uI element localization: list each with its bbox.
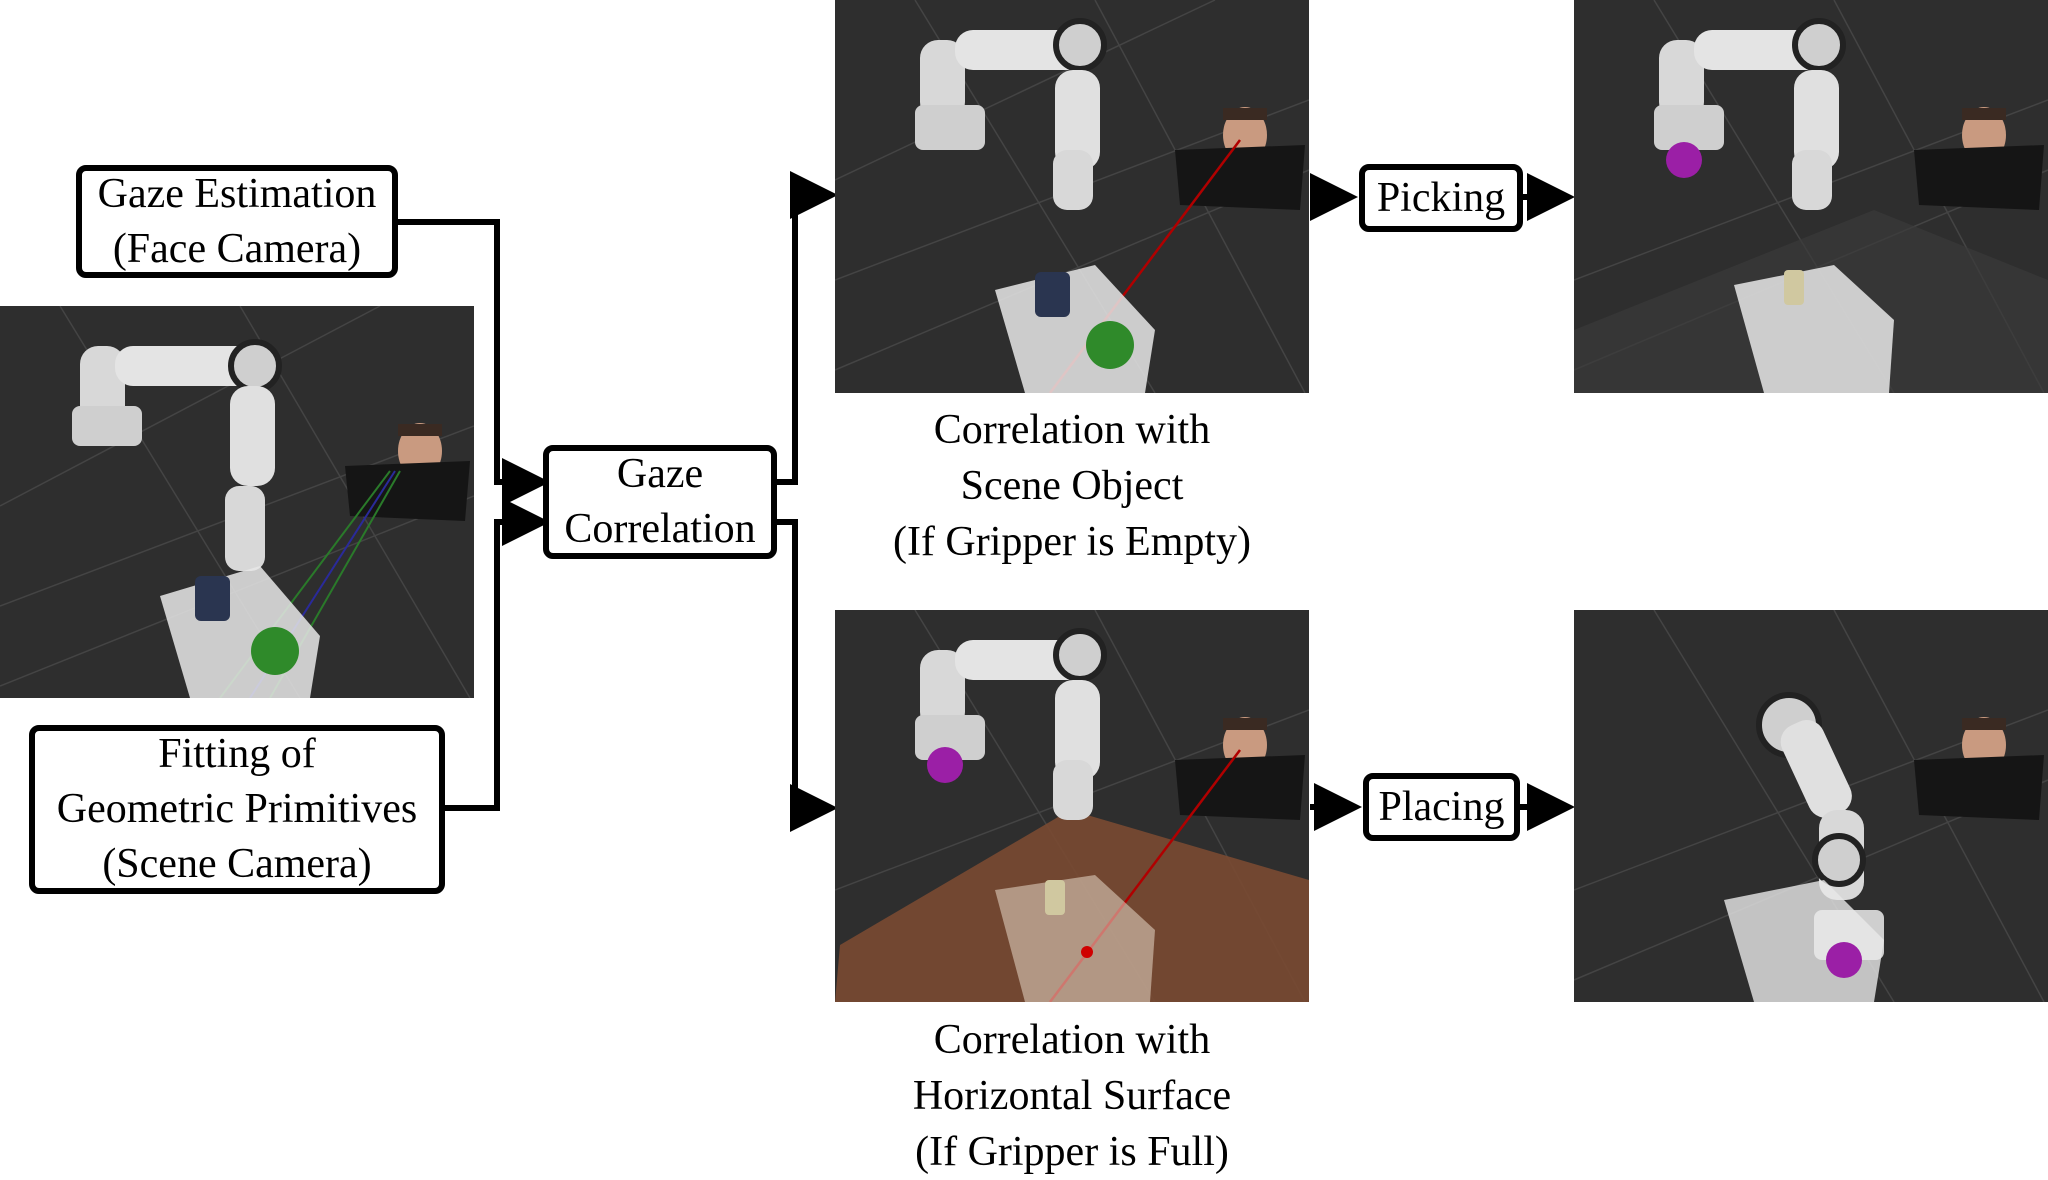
robot-arm-icon xyxy=(72,339,282,571)
scene-render-input xyxy=(0,306,474,698)
green-sphere-icon xyxy=(251,627,299,675)
caption-horizontal-surface: Correlation with Horizontal Surface (If … xyxy=(912,1017,1232,1175)
gaze-correlation-box: Gaze Correlation xyxy=(543,445,777,559)
scene-panel-scene-object xyxy=(835,0,1309,393)
red-point-icon xyxy=(1081,946,1093,958)
scene-panel-input xyxy=(0,306,474,698)
robot-arm-icon xyxy=(1654,18,1846,210)
point-cloud-icon xyxy=(1734,265,1894,393)
placing-box: Placing xyxy=(1363,773,1520,841)
magenta-sphere-icon xyxy=(1826,942,1862,978)
magenta-sphere-icon xyxy=(927,747,963,783)
arrow-gaze-estimation-to-correlation xyxy=(398,219,550,506)
green-sphere-icon xyxy=(1086,321,1134,369)
scene-render-scene-object xyxy=(835,0,1309,393)
person-face-icon xyxy=(345,423,470,521)
scene-render-horizontal-surface xyxy=(835,610,1309,1002)
picking-box: Picking xyxy=(1359,164,1523,232)
scene-panel-horizontal-surface xyxy=(835,610,1309,1002)
person-face-icon xyxy=(1914,107,2044,210)
robot-arm-icon xyxy=(915,628,1107,820)
arrow-fitting-to-correlation xyxy=(445,498,550,811)
caption-scene-object: Correlation with Scene Object (If Grippe… xyxy=(892,407,1252,565)
person-face-icon xyxy=(1914,717,2044,820)
scene-render-placing-result xyxy=(1574,610,2048,1002)
scene-panel-picking-result xyxy=(1574,0,2048,393)
scene-panel-placing-result xyxy=(1574,610,2048,1002)
scene-render-picking-result xyxy=(1574,0,2048,393)
robot-arm-icon xyxy=(915,18,1107,210)
arrow-correlation-to-horizontal-surface xyxy=(777,519,838,832)
arrow-correlation-to-scene-object xyxy=(777,171,838,485)
gaze-estimation-box: Gaze Estimation (Face Camera) xyxy=(76,165,398,278)
point-cloud-icon xyxy=(995,875,1155,1002)
magenta-sphere-icon xyxy=(1666,142,1702,178)
fitting-primitives-box: Fitting of Geometric Primitives (Scene C… xyxy=(29,725,445,894)
